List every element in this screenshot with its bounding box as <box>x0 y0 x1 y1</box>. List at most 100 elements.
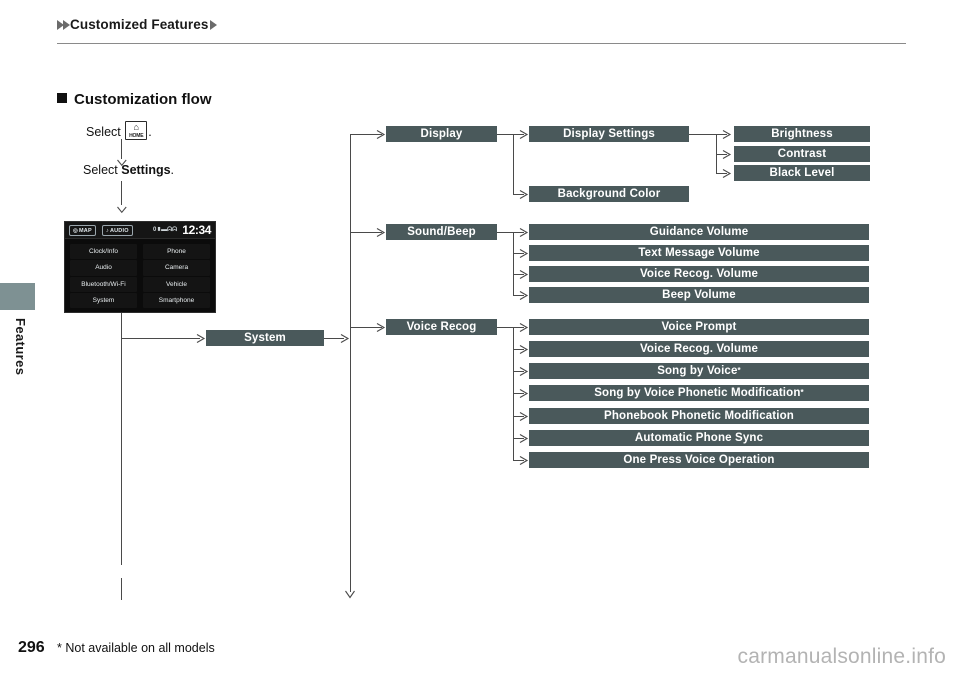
arrow-right-icon <box>519 227 529 237</box>
display-children-trunk <box>513 134 514 194</box>
breadcrumb-title: Customized Features <box>70 17 209 32</box>
arrow-right-icon <box>722 149 732 159</box>
flow-box-voice-recog[interactable]: Voice Recog <box>386 319 497 335</box>
screen-tile-smartphone[interactable]: Smartphone <box>143 292 210 308</box>
arrow-right-icon <box>340 333 350 343</box>
home-icon: ⌂ HOME <box>125 121 148 140</box>
contrast-branch-line <box>716 154 727 155</box>
flow-box-song-by-voice-phonetic-label: Song by Voice Phonetic Modification <box>594 387 801 399</box>
flow-box-one-press-voice-operation[interactable]: One Press Voice Operation <box>529 452 869 468</box>
step-select-home: Select ⌂ HOME . <box>86 121 152 140</box>
side-tab-label: Features <box>13 318 28 376</box>
flow-box-brightness[interactable]: Brightness <box>734 126 870 142</box>
screen-tile-system[interactable]: System <box>70 292 137 308</box>
down-arrow-icon <box>116 202 128 214</box>
arrow-right-icon <box>376 129 386 139</box>
display-branch-line <box>350 134 382 135</box>
brightness-branch-line <box>716 134 727 135</box>
home-icon-label: HOME <box>129 132 144 139</box>
flow-box-phonebook-phonetic-modification[interactable]: Phonebook Phonetic Modification <box>529 408 869 424</box>
system-output-line <box>324 338 344 339</box>
map-pill-button[interactable]: ◎MAP <box>69 225 96 236</box>
arrow-right-icon <box>519 269 529 279</box>
flow-box-song-by-voice[interactable]: Song by Voice* <box>529 363 869 379</box>
screen-status-bar: ◎MAP ♪AUDIO 0▮▬ᗣᗣ 12:34 <box>65 222 215 239</box>
flow-box-voice-prompt[interactable]: Voice Prompt <box>529 319 869 335</box>
audio-pill-button[interactable]: ♪AUDIO <box>102 225 133 236</box>
flow-box-one-press-voice-label: One Press Voice Operation <box>623 454 775 466</box>
screen-menu-grid: Clock/Info Phone Audio Camera Bluetooth/… <box>70 244 210 308</box>
flow-box-contrast[interactable]: Contrast <box>734 146 870 162</box>
arrow-right-icon <box>519 322 529 332</box>
page-title-text: Customization flow <box>74 91 212 108</box>
page-number: 296 <box>18 639 45 656</box>
display-settings-branch-line <box>513 134 524 135</box>
screen-clock: 12:34 <box>182 223 211 237</box>
arrow-right-icon <box>519 455 529 465</box>
flow-box-black-level[interactable]: Black Level <box>734 165 870 181</box>
display-settings-children-trunk <box>716 134 717 173</box>
navigation-screen-image: ◎MAP ♪AUDIO 0▮▬ᗣᗣ 12:34 Clock/Info Phone… <box>64 221 216 313</box>
phonebook-phonetic-branch-line <box>513 416 524 417</box>
flow-box-voice-recog-volume-label: Voice Recog. Volume <box>639 343 759 355</box>
audio-pill-label: AUDIO <box>109 228 129 234</box>
screen-tile-audio[interactable]: Audio <box>70 260 137 276</box>
arrow-right-icon <box>519 411 529 421</box>
voice-output-line <box>497 327 514 328</box>
map-pill-label: MAP <box>79 228 92 234</box>
step2-prefix: Select <box>83 163 118 177</box>
screen-tile-vehicle[interactable]: Vehicle <box>143 276 210 292</box>
flow-box-beep-volume[interactable]: Beep Volume <box>529 287 869 303</box>
flow-box-song-by-voice-label: Song by Voice <box>657 365 738 377</box>
flow-box-display[interactable]: Display <box>386 126 497 142</box>
flow-box-voice-recog-volume-sound[interactable]: Voice Recog. Volume <box>529 266 869 282</box>
display-settings-output-line <box>689 134 717 135</box>
flow-box-sound-beep[interactable]: Sound/Beep <box>386 224 497 240</box>
arrow-right-icon <box>519 129 529 139</box>
house-glyph-icon: ⌂ <box>133 122 139 132</box>
screen-tile-clock-info[interactable]: Clock/Info <box>70 244 137 260</box>
step2-connector-line <box>121 181 122 205</box>
automatic-phone-sync-branch-line <box>513 438 524 439</box>
arrow-right-icon <box>519 388 529 398</box>
flow-box-system[interactable]: System <box>206 330 324 346</box>
down-arrow-icon <box>116 155 128 167</box>
flow-box-voice-recog-volume[interactable]: Voice Recog. Volume <box>529 341 869 357</box>
arrow-right-icon <box>196 333 206 343</box>
step-connector-line <box>121 139 122 159</box>
music-note-icon: ♪ <box>106 228 109 234</box>
flow-box-guidance-volume[interactable]: Guidance Volume <box>529 224 869 240</box>
flow-box-song-by-voice-phonetic-modification[interactable]: Song by Voice Phonetic Modification* <box>529 385 869 401</box>
beep-volume-branch-line <box>513 295 524 296</box>
flow-box-text-message-volume[interactable]: Text Message Volume <box>529 245 869 261</box>
screen-tile-camera[interactable]: Camera <box>143 260 210 276</box>
screen-tile-bluetooth-wifi[interactable]: Bluetooth/Wi-Fi <box>70 276 137 292</box>
arrow-right-icon <box>376 227 386 237</box>
arrow-right-icon <box>519 290 529 300</box>
flow-box-phonebook-phonetic-label: Phonebook Phonetic Modification <box>604 410 794 422</box>
background-color-branch-line <box>513 194 524 195</box>
screen-tile-phone[interactable]: Phone <box>143 244 210 260</box>
arrow-right-icon <box>519 366 529 376</box>
flow-box-background-color[interactable]: Background Color <box>529 186 689 202</box>
category-trunk-line <box>350 134 351 592</box>
flow-box-automatic-phone-sync[interactable]: Automatic Phone Sync <box>529 430 869 446</box>
guidance-volume-branch-line <box>513 232 524 233</box>
arrow-right-icon <box>722 168 732 178</box>
header-divider <box>57 43 906 44</box>
step1-prefix: Select <box>86 125 121 139</box>
triangle-right-icon <box>57 20 64 30</box>
device-trunk-line <box>121 313 122 565</box>
text-message-volume-branch-line <box>513 253 524 254</box>
flow-box-automatic-phone-sync-label: Automatic Phone Sync <box>634 432 764 444</box>
watermark: carmanualsonline.info <box>737 645 946 668</box>
voice-recog-volume-sound-branch-line <box>513 274 524 275</box>
arrow-right-icon <box>519 433 529 443</box>
flow-box-display-settings[interactable]: Display Settings <box>529 126 689 142</box>
device-trunk-line-continued <box>121 578 122 600</box>
step2-bold: Settings <box>121 163 171 177</box>
voice-prompt-branch-line <box>513 327 524 328</box>
triangle-right-icon <box>210 20 218 30</box>
compass-icon: ◎ <box>73 228 78 234</box>
